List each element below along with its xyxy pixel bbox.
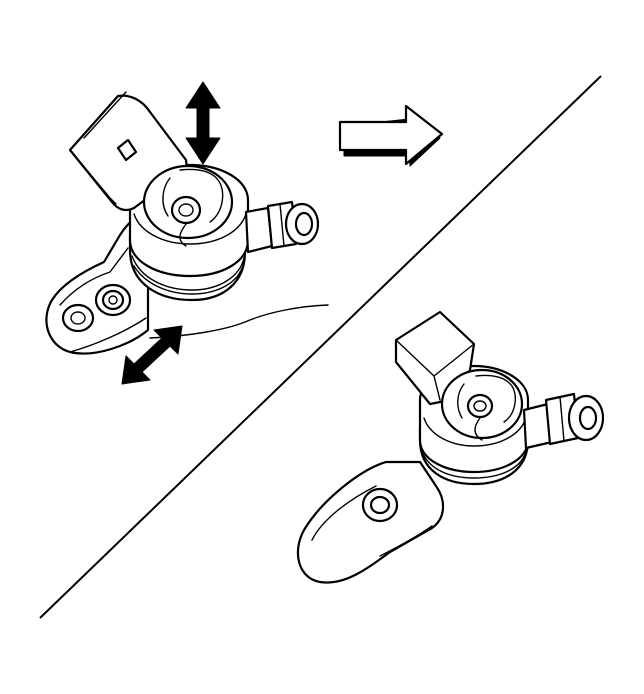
clip-tail xyxy=(179,223,187,247)
bracket-lower-edge xyxy=(69,317,147,353)
removed-clip-tail xyxy=(474,417,483,441)
injector-installed xyxy=(45,81,329,385)
connector-latch xyxy=(116,138,138,162)
removed-injector-rim xyxy=(423,417,527,447)
removed-bracket xyxy=(296,460,445,584)
removed-injector-stud-inner xyxy=(473,400,487,412)
bracket-hole-inner xyxy=(70,311,86,325)
connector-front-face xyxy=(69,149,117,205)
removed-fuel-inlet-bore xyxy=(578,405,598,431)
injector-ring-2 xyxy=(133,265,243,295)
connector-top-edge xyxy=(83,91,127,139)
injector-removed xyxy=(296,310,605,584)
bracket-hole xyxy=(61,303,95,333)
divider-line xyxy=(39,75,602,619)
bracket-bolt-inner xyxy=(101,289,125,311)
engine-surface-contour xyxy=(149,304,329,339)
double-headed-arrow-icon xyxy=(185,81,221,165)
bracket-bolt-center xyxy=(108,295,118,305)
removed-connector-top xyxy=(433,343,475,377)
double-headed-arrow-icon xyxy=(121,325,183,385)
removed-bracket-bolt-inner xyxy=(369,495,391,515)
injector-stud-inner xyxy=(178,203,194,217)
removed-retaining-clip xyxy=(457,374,516,423)
fuel-inlet-bore xyxy=(294,211,314,237)
removed-injector-ring xyxy=(421,451,527,479)
removed-bracket-edge xyxy=(379,525,433,557)
injector-stud xyxy=(170,195,202,225)
injector-ring-1 xyxy=(131,255,245,291)
removed-bracket-inner xyxy=(311,485,377,541)
removed-injector-stud xyxy=(466,393,494,419)
right-arrow-icon xyxy=(338,104,444,167)
retaining-clip xyxy=(162,168,224,223)
fuel-inlet-nut-edge xyxy=(279,203,285,247)
bracket-inner-edge xyxy=(59,247,129,306)
injector-top-rim xyxy=(133,213,247,245)
removed-fuel-inlet-edge xyxy=(559,396,565,442)
